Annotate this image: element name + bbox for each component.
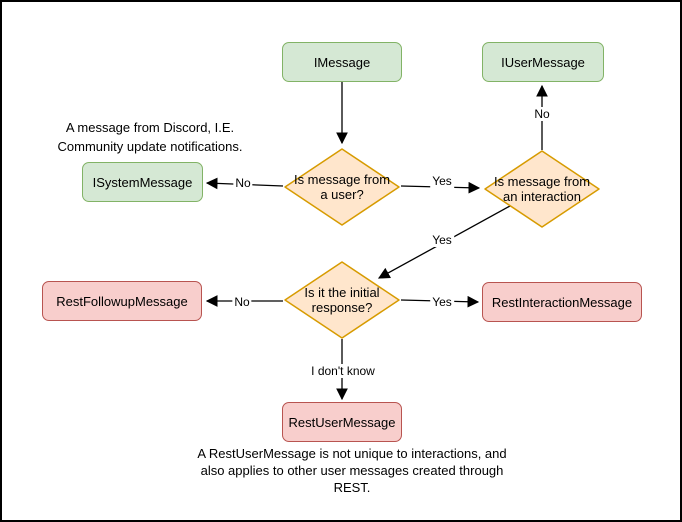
node-imessage-label: IMessage xyxy=(313,54,371,70)
decision-is-from-user: Is message from a user? xyxy=(282,147,402,227)
edge-label-no-systemmessage: No xyxy=(233,176,253,190)
decision-is-initial-response-label: Is it the initial response? xyxy=(304,285,380,315)
diamond-shape xyxy=(284,148,400,226)
node-restfollowupmessage-label: RestFollowupMessage xyxy=(56,293,188,309)
node-restinteractionmessage-label: RestInteractionMessage xyxy=(491,294,633,310)
edge-label-yes-initial: Yes xyxy=(430,233,454,247)
node-iusermessage-label: IUserMessage xyxy=(501,54,585,70)
edge-label-no-usermessage: No xyxy=(532,107,552,121)
edge-label-no-followup: No xyxy=(232,295,252,309)
node-restfollowupmessage: RestFollowupMessage xyxy=(42,281,202,321)
annotation-system-message: A message from Discord, I.E. Community u… xyxy=(57,120,243,154)
node-imessage: IMessage xyxy=(282,42,402,82)
diamond-shape xyxy=(284,261,400,339)
node-restinteractionmessage: RestInteractionMessage xyxy=(482,282,642,322)
decision-is-from-user-label: Is message from a user? xyxy=(293,172,391,202)
node-isystemmessage: ISystemMessage xyxy=(82,162,203,202)
diamond-shape xyxy=(484,150,600,228)
decision-is-initial-response: Is it the initial response? xyxy=(282,260,402,340)
node-iusermessage: IUserMessage xyxy=(482,42,604,82)
annotation-rest-user-message: A RestUserMessage is not unique to inter… xyxy=(197,446,507,495)
edge-label-yes-interactionmessage: Yes xyxy=(430,295,454,309)
decision-is-from-interaction: Is message from an interaction xyxy=(482,149,602,229)
node-isystemmessage-label: ISystemMessage xyxy=(92,174,193,190)
node-restusermessage: RestUserMessage xyxy=(282,402,402,442)
edge-label-i-dont-know: I don't know xyxy=(309,364,377,378)
edge-label-yes-interaction: Yes xyxy=(430,174,454,188)
node-restusermessage-label: RestUserMessage xyxy=(288,414,396,430)
decision-is-from-interaction-label: Is message from an interaction xyxy=(493,174,591,204)
